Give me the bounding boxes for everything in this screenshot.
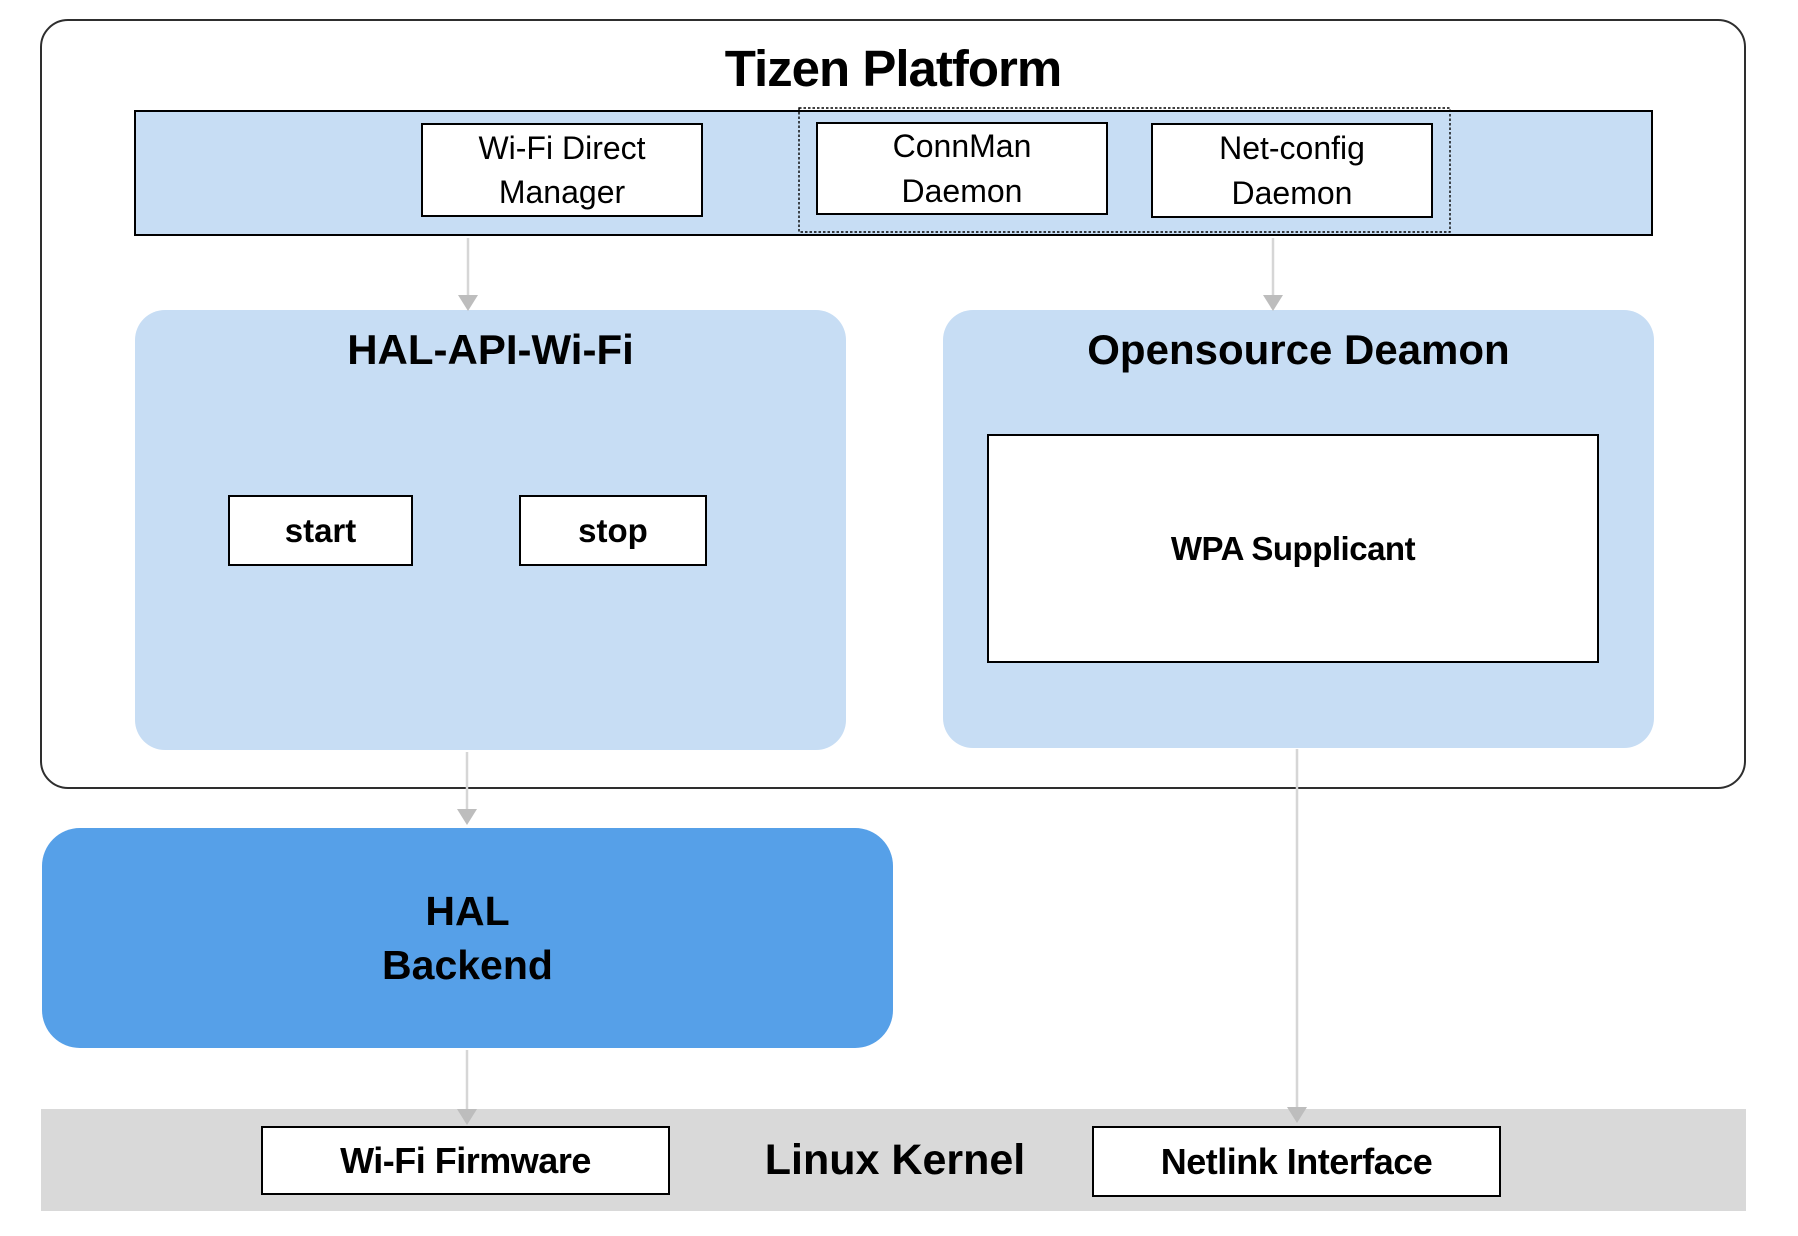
- hal-backend-box: HAL Backend: [42, 828, 893, 1048]
- start-box: start: [228, 495, 413, 566]
- opensource-daemon-title: Opensource Deamon: [1087, 326, 1510, 373]
- hal-api-wifi-title: HAL-API-Wi-Fi: [347, 326, 634, 373]
- connman-daemon-box: ConnMan Daemon: [816, 122, 1108, 215]
- stop-box: stop: [519, 495, 707, 566]
- tizen-platform-panel: [40, 19, 1746, 789]
- netlink-interface-box: Netlink Interface: [1092, 1126, 1501, 1197]
- wifi-firmware-box: Wi-Fi Firmware: [261, 1126, 670, 1195]
- wpa-supplicant-box: WPA Supplicant: [987, 434, 1599, 663]
- arrowhead-halapi-to-halbackend: [457, 809, 477, 825]
- tizen-platform-title: Tizen Platform: [724, 40, 1062, 97]
- netconfig-daemon-box: Net-config Daemon: [1151, 123, 1433, 218]
- wifi-direct-manager-box: Wi-Fi Direct Manager: [421, 123, 703, 217]
- linux-kernel-title: Linux Kernel: [764, 1136, 1026, 1184]
